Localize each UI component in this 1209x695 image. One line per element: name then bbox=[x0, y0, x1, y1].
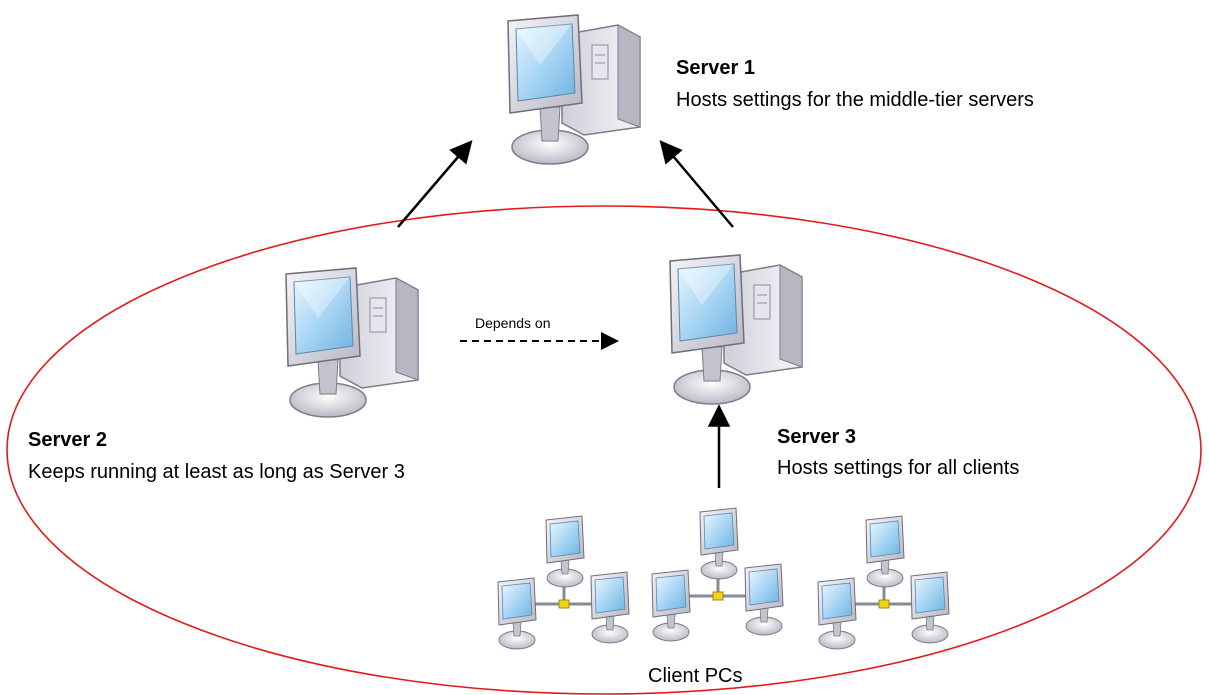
server1-title: Server 1 bbox=[676, 57, 755, 79]
server1-computer-icon bbox=[507, 14, 641, 165]
client-cluster-3 bbox=[818, 516, 949, 649]
server2-computer-icon bbox=[285, 267, 419, 418]
client-cluster-2 bbox=[652, 508, 783, 641]
client-pcs-label: Client PCs bbox=[648, 665, 743, 687]
server2-description: Keeps running at least as long as Server… bbox=[28, 461, 405, 483]
arrow-server3-to-server1 bbox=[659, 140, 734, 228]
server1-description: Hosts settings for the middle-tier serve… bbox=[676, 89, 1034, 111]
depends-on-label: Depends on bbox=[475, 315, 551, 331]
server3-computer-icon bbox=[669, 254, 803, 405]
server3-description: Hosts settings for all clients bbox=[777, 457, 1020, 479]
server2-title: Server 2 bbox=[28, 429, 107, 451]
client-cluster-1 bbox=[498, 516, 629, 649]
boundary-ellipse bbox=[6, 205, 1202, 695]
arrow-server2-to-server1 bbox=[397, 140, 473, 228]
server3-title: Server 3 bbox=[777, 426, 856, 448]
